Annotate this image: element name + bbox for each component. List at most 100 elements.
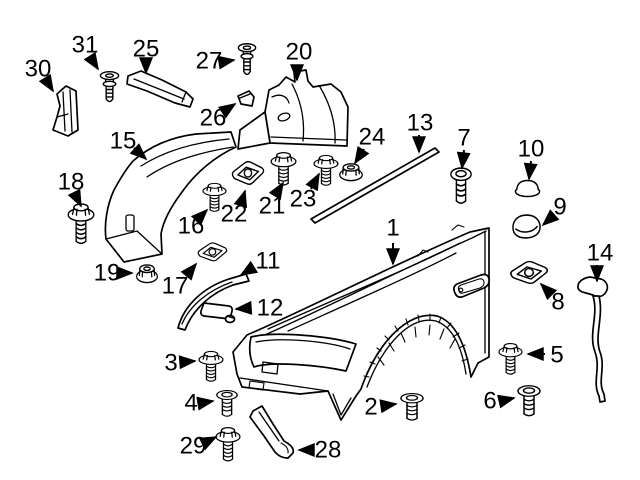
callout-arrow-3 [178,355,197,370]
callout-number-25: 25 [133,36,160,63]
callout-number-2: 2 [364,394,377,421]
callout-9: 9 [541,194,567,227]
callout-6: 6 [483,388,516,415]
part-1-fender [232,224,490,421]
callout-24: 24 [354,124,385,165]
callout-number-18: 18 [58,169,85,196]
callout-number-31: 31 [72,32,99,59]
callout-number-22: 22 [221,201,248,228]
callout-number-29: 29 [180,433,207,460]
part-8-clip-nut [510,260,549,285]
callout-number-30: 30 [25,56,52,83]
callout-number-28: 28 [315,437,342,464]
callout-arrow-11 [239,260,259,276]
part-7-screw [450,167,472,204]
callout-arrow-18 [67,188,82,208]
callout-29: 29 [180,433,218,460]
callout-16: 16 [178,208,209,240]
part-28-bracket [249,405,295,459]
callout-number-6: 6 [483,388,496,415]
part-21-bolt [270,151,297,186]
callout-12: 12 [234,295,284,322]
callout-number-11: 11 [256,248,281,275]
callout-31: 31 [72,32,99,71]
part-9-cap [512,214,541,239]
callout-number-17: 17 [162,273,189,300]
part-4-screw [216,389,238,417]
callout-30: 30 [25,56,54,93]
callout-11: 11 [239,248,281,276]
callout-arrow-6 [497,394,516,409]
callout-7: 7 [456,125,471,170]
callout-number-10: 10 [518,136,545,163]
part-2-screw [400,392,424,421]
callout-15: 15 [110,128,148,161]
callout-arrow-22 [233,189,248,209]
callout-arrow-23 [305,172,320,192]
callout-arrow-17 [180,262,198,281]
callout-arrow-24 [354,145,370,165]
part-25-rail [126,70,194,108]
callout-arrow-15 [129,143,148,161]
callout-17: 17 [162,262,198,300]
callout-number-7: 7 [457,125,470,152]
callout-26: 26 [200,103,237,132]
part-27-rivet [237,43,257,76]
callout-25: 25 [133,36,160,75]
callout-number-20: 20 [286,39,313,66]
callout-arrow-26 [218,103,237,119]
callout-arrow-30 [38,73,54,93]
part-20-wheelhouse [237,69,349,150]
part-19-nut [135,264,159,284]
callout-10: 10 [518,136,545,181]
callout-23: 23 [290,172,320,213]
callout-number-1: 1 [386,215,399,242]
callout-21: 21 [259,181,285,220]
callout-arrow-4 [196,396,215,411]
callout-number-4: 4 [184,390,197,417]
part-15-fender-liner [104,131,237,263]
callout-22: 22 [221,189,248,228]
part-18-bolt [67,203,95,245]
part-24-nut [339,163,363,182]
callout-number-23: 23 [290,186,317,213]
callout-arrow-31 [83,51,99,71]
callout-4: 4 [184,390,215,417]
callout-arrow-2 [379,399,398,414]
callout-arrow-10 [523,160,538,181]
callout-3: 3 [164,350,197,377]
callout-27: 27 [196,48,236,75]
callout-13: 13 [407,110,434,154]
callout-arrow-9 [541,209,560,227]
part-6-screw [517,385,541,417]
callout-19: 19 [94,260,134,287]
callout-number-19: 19 [94,260,121,287]
callout-number-8: 8 [551,289,564,316]
callout-arrow-27 [217,55,236,70]
callout-20: 20 [286,39,313,82]
callout-number-9: 9 [553,194,566,221]
part-30-bracket [52,85,79,137]
callout-28: 28 [297,437,342,464]
callout-14: 14 [587,240,614,283]
callout-number-27: 27 [196,48,223,75]
callout-number-13: 13 [407,110,434,137]
callout-number-12: 12 [257,295,284,322]
part-3-bolt [198,350,224,382]
callout-number-14: 14 [587,240,614,267]
part-31-rivet [99,71,120,103]
part-12-pad [199,302,236,324]
part-10-cap [514,179,541,198]
part-14-seal-strip [577,276,609,403]
callout-arrow-8 [539,282,558,301]
callout-arrow-7 [456,149,471,170]
part-5-bolt [498,342,523,375]
callout-arrow-29 [198,436,218,451]
callout-5: 5 [526,342,564,369]
part-11-arch-trim [177,273,250,331]
callout-number-26: 26 [200,105,227,132]
callout-arrow-12 [234,300,253,315]
callout-1: 1 [386,215,400,266]
